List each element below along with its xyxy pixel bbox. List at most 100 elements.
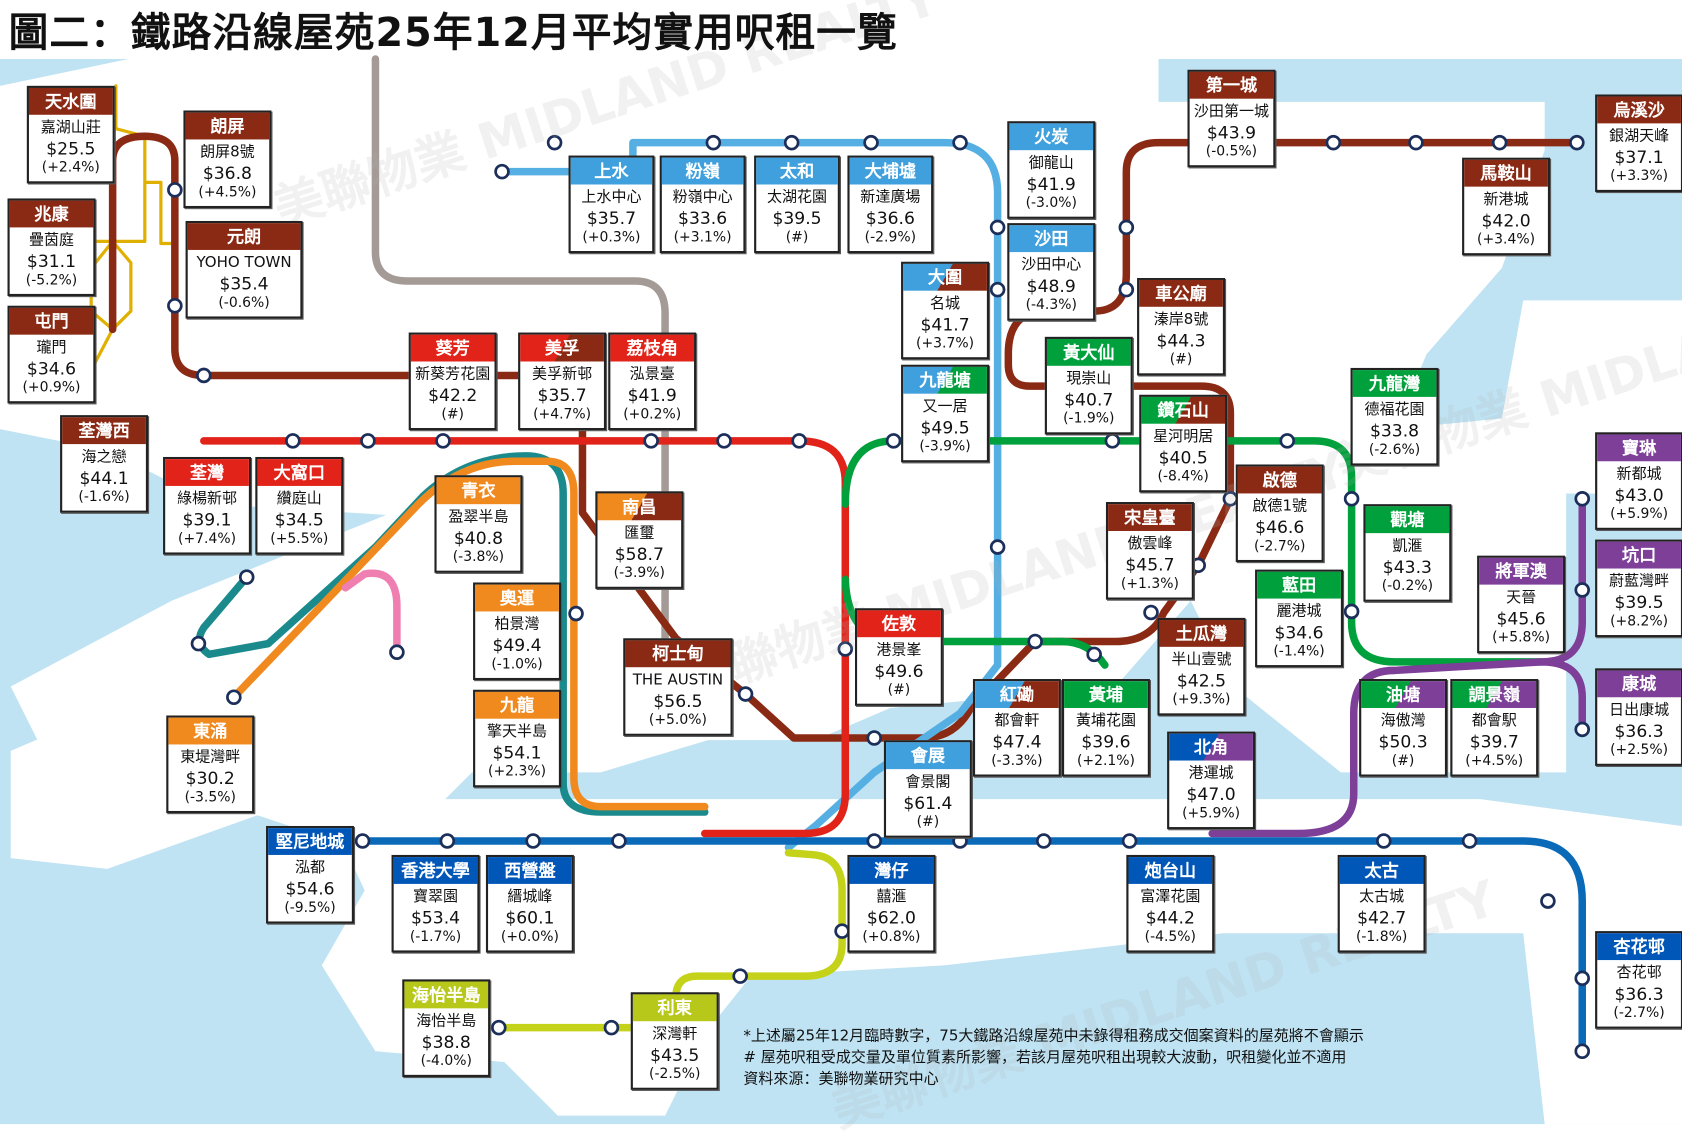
box-body: 柏景灣$49.4(-1.0%) <box>475 611 559 678</box>
station-dot <box>1104 433 1121 449</box>
station-dot <box>1376 833 1392 849</box>
estate-name: THE AUSTIN <box>632 671 724 689</box>
station-name: 美孚 <box>520 334 604 362</box>
station-name: 南昌 <box>597 493 682 521</box>
rent-change: (+2.4%) <box>41 159 100 176</box>
rent-change: (+3.1%) <box>673 229 732 246</box>
station-dot <box>1491 134 1508 151</box>
box-body: 杏花邨$36.3(-2.7%) <box>1597 960 1681 1027</box>
station-box: 車公廟溱岸8號$44.3(#) <box>1137 277 1226 376</box>
station-box: 第一城沙田第一城$43.9(-0.5%) <box>1187 69 1276 168</box>
estate-name: 柏景灣 <box>494 615 540 633</box>
estate-name: 又一居 <box>922 397 968 416</box>
station-box: 會展會景閣$61.4(#) <box>883 740 972 838</box>
station-name: 黃大仙 <box>1046 338 1131 366</box>
rent-change: (+0.8%) <box>862 928 921 946</box>
estate-name: 寶翠園 <box>412 888 459 906</box>
station-name: 大埔墟 <box>849 157 932 185</box>
station-box: 朗屏朗屏8號$36.8(+4.5%) <box>183 110 272 209</box>
box-body: 德福花園$33.8(-2.6%) <box>1353 397 1437 464</box>
estate-name: 德福花園 <box>1364 401 1425 419</box>
station-box: 紅磡都會軒$47.4(-3.3%) <box>972 679 1061 777</box>
station-dot <box>491 1019 507 1036</box>
station-name: 黃埔 <box>1064 681 1148 708</box>
kwun-tong-line-north <box>841 437 1546 666</box>
station-box: 南昌匯璽$58.7(-3.9%) <box>595 491 684 589</box>
station-box: 天水圍嘉湖山莊$25.5(+2.4%) <box>26 85 115 184</box>
estate-name: 纘庭山 <box>276 490 322 508</box>
station-dot <box>494 163 510 180</box>
box-body: 新都城$43.0(+5.9%) <box>1597 461 1681 528</box>
rent-change: (-0.5%) <box>1205 143 1258 160</box>
station-dot <box>1574 970 1591 987</box>
station-dot <box>989 281 1006 298</box>
box-body: 凱滙$43.3(-0.2%) <box>1366 533 1450 600</box>
station-name: 炮台山 <box>1128 857 1213 884</box>
box-body: 沙田中心$48.9(-4.3%) <box>1009 252 1093 319</box>
rent-per-sqft: $60.1 <box>505 907 555 928</box>
box-body: 瓏門$34.6(+0.9%) <box>10 335 94 402</box>
rent-per-sqft: $42.7 <box>1357 907 1407 928</box>
box-body: 都會軒$47.4(-3.3%) <box>975 708 1059 775</box>
estate-name: 綠楊新邨 <box>176 490 238 508</box>
rent-per-sqft: $36.3 <box>1614 720 1664 742</box>
rent-per-sqft: $62.0 <box>866 907 916 928</box>
box-body: 寶翠園$53.4(-1.7%) <box>394 884 478 951</box>
station-name: 佐敦 <box>857 610 941 638</box>
station-box: 啟德啟德1號$46.6(-2.7%) <box>1235 464 1324 563</box>
rent-change: (-5.2%) <box>25 272 78 289</box>
station-dot <box>732 968 748 984</box>
rent-change: (-3.5%) <box>184 789 236 806</box>
station-name: 坑口 <box>1597 541 1681 569</box>
rent-change: (-2.7%) <box>1613 1005 1665 1022</box>
box-body: 海傲灣$50.3(#) <box>1361 708 1445 775</box>
estate-name: 海怡半島 <box>416 1012 477 1030</box>
rent-per-sqft: $45.6 <box>1496 608 1546 629</box>
rent-per-sqft: $44.3 <box>1156 330 1206 351</box>
station-box: 太和太湖花園$39.5(#) <box>754 155 840 254</box>
rent-per-sqft: $42.5 <box>1176 670 1226 691</box>
page-title: 圖二：鐵路沿線屋苑25年12月平均實用呎租一覽 <box>8 9 898 56</box>
station-dot <box>866 833 883 849</box>
estate-name: 美孚新邨 <box>532 365 593 383</box>
box-body: 上水中心$35.7(+0.3%) <box>571 185 653 252</box>
station-name: 利東 <box>632 994 717 1022</box>
station-name: 天水圍 <box>28 87 113 115</box>
station-name: 沙田 <box>1009 225 1094 253</box>
rent-change: (-3.9%) <box>919 438 971 455</box>
estate-name: YOHO TOWN <box>196 254 292 272</box>
station-name: 元朗 <box>187 223 301 250</box>
station-dot <box>568 605 584 622</box>
estate-name: 富澤花園 <box>1140 888 1201 906</box>
box-body: 美孚新邨$35.7(+4.7%) <box>520 361 604 428</box>
station-dot <box>863 134 879 151</box>
station-dot <box>238 569 255 585</box>
station-box: 九龍擎天半島$54.1(+2.3%) <box>473 689 562 788</box>
station-box: 奧運柏景灣$49.4(-1.0%) <box>473 582 562 681</box>
station-box: 海怡半島海怡半島$38.8(-4.0%) <box>402 979 491 1077</box>
station-dot <box>439 833 456 849</box>
station-dot <box>435 433 451 449</box>
estate-name: 匯璽 <box>624 524 655 542</box>
station-name: 上水 <box>570 157 653 185</box>
box-body: THE AUSTIN$56.5(+5.0%) <box>625 667 730 734</box>
station-dot <box>1118 219 1135 236</box>
station-box: 利東深灣軒$43.5(-2.5%) <box>630 992 719 1090</box>
rent-change: (-1.6%) <box>78 489 130 506</box>
rent-change: (-1.4%) <box>1273 643 1325 660</box>
station-name: 香港大學 <box>393 857 478 884</box>
rent-per-sqft: $43.3 <box>1382 556 1432 578</box>
rent-per-sqft: $36.3 <box>1614 983 1664 1005</box>
station-dot <box>989 219 1006 236</box>
station-box: 沙田沙田中心$48.9(-4.3%) <box>1007 223 1096 321</box>
station-dot <box>1086 646 1102 663</box>
station-box: 荔枝角泓景臺$41.9(+0.2%) <box>608 332 697 431</box>
station-box: 北角港運城$47.0(+5.9%) <box>1167 731 1256 830</box>
rent-per-sqft: $39.7 <box>1469 731 1519 752</box>
rent-per-sqft: $33.6 <box>678 208 728 229</box>
rent-per-sqft: $39.5 <box>1614 592 1664 613</box>
estate-name: 東堤灣畔 <box>180 748 241 766</box>
rent-per-sqft: $49.4 <box>492 635 542 656</box>
station-box: 寶琳新都城$43.0(+5.9%) <box>1595 432 1682 530</box>
box-body: 粉嶺中心$33.6(+3.1%) <box>662 185 744 252</box>
